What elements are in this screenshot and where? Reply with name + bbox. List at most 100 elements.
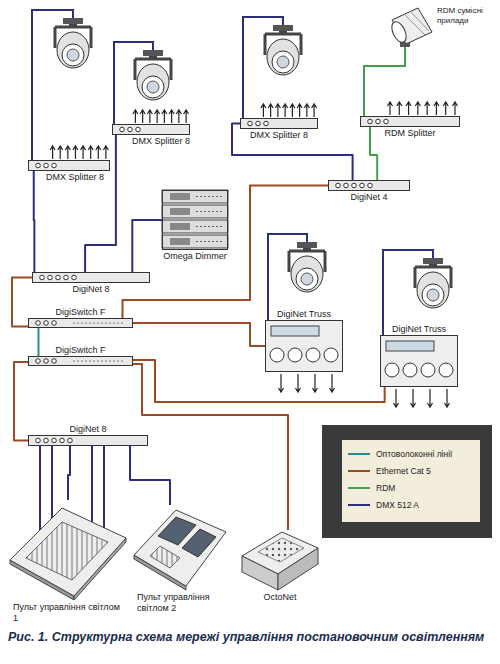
figure-caption: Рис. 1. Структурна схема мережі управлін… [8, 630, 492, 645]
connector-port [40, 275, 45, 280]
cable [14, 362, 28, 441]
output-arrow [304, 104, 309, 117]
dimmer-vents [196, 196, 222, 197]
output-arrow [297, 104, 302, 117]
moving-head [265, 25, 301, 75]
rack-unit [240, 118, 318, 129]
connector-port [384, 119, 389, 124]
output-arrow [313, 374, 318, 392]
console-faders [150, 546, 180, 568]
output-arrow [283, 104, 288, 117]
truss-body [265, 320, 343, 372]
splitter-box: DMX Splitter 8 [112, 124, 190, 135]
cable [232, 124, 353, 181]
device-label: DigiNet 8 [71, 284, 110, 294]
output-arrow [445, 389, 450, 407]
panel-marks [73, 361, 125, 362]
connector-port [68, 438, 73, 443]
device-label: DigiNet Truss [276, 309, 332, 319]
device-label: DMX Splitter 8 [131, 136, 191, 146]
octonet-ports [258, 538, 304, 562]
node-box: DigiNet 8 [28, 435, 148, 446]
splitter-box: DMX Splitter 8 [28, 160, 110, 171]
connector-port [256, 121, 261, 126]
dimmer-unit [162, 220, 228, 233]
dimmer-rack: Omega Dimmer [162, 190, 228, 250]
connector-port [324, 348, 338, 362]
output-arrow [169, 110, 174, 123]
connector-port [44, 321, 49, 326]
rack-unit [28, 435, 148, 446]
device-label: DigiSwitch F [54, 307, 106, 317]
output-arrow [443, 102, 448, 115]
dimmer-unit [162, 235, 228, 248]
dimmer-panel [170, 208, 190, 215]
connector-port [385, 363, 399, 377]
lighting-console: Пульт управління світлом 2 [132, 505, 227, 590]
splitter-box: DMX Splitter 8 [240, 118, 318, 129]
legend-line [348, 453, 370, 455]
connector-port [72, 275, 77, 280]
connector-port [36, 163, 41, 168]
cable [33, 171, 36, 272]
moving-head [289, 242, 325, 292]
connector-port [56, 275, 61, 280]
device-label: DigiNet 4 [349, 192, 388, 202]
octonet-front [242, 556, 278, 590]
dimmer-panel [170, 223, 190, 230]
truss-screen [271, 326, 319, 336]
connector-port [44, 163, 49, 168]
output-arrow [147, 110, 152, 123]
splitter-box: RDM Splitter [360, 116, 460, 127]
connector-port [52, 438, 57, 443]
legend-text: DMX 512 A [376, 500, 419, 510]
cable [130, 446, 170, 505]
output-arrow [50, 146, 55, 159]
rdm-fixture-lens [389, 19, 409, 44]
output-arrow [103, 146, 108, 159]
output-arrow [290, 104, 295, 117]
moving-head [55, 18, 91, 68]
dimmer-panel [170, 193, 190, 200]
connector-port [64, 275, 69, 280]
output-arrow [434, 102, 439, 115]
connector-port [403, 363, 417, 377]
connector-port [368, 119, 373, 124]
output-arrow [406, 102, 411, 115]
rack-unit [112, 124, 190, 135]
connector-port [376, 119, 381, 124]
connector-port [48, 275, 53, 280]
legend-row: RDM [348, 483, 474, 493]
rack-unit [28, 318, 133, 328]
connector-port [270, 348, 284, 362]
device-label: Omega Dimmer [162, 251, 228, 261]
legend: Оптоволоконні лініїEthernet Cat 5RDMDMX … [342, 440, 480, 522]
cable [133, 323, 265, 346]
cable [123, 186, 329, 319]
output-arrow [268, 104, 273, 117]
connector-port [288, 348, 302, 362]
truss-node: DigiNet Truss [265, 320, 343, 372]
device-label: DigiSwitch F [54, 345, 106, 355]
output-arrow [394, 389, 399, 407]
lighting-console: Пульт управління світлом 1 [8, 500, 128, 600]
dimmer-panel [170, 238, 190, 245]
output-arrow [275, 104, 280, 117]
output-arrow [425, 102, 430, 115]
rack-unit [328, 180, 410, 191]
node-box: DigiNet 8 [32, 272, 150, 283]
output-arrow [453, 102, 458, 115]
switch-box: DigiSwitch F [28, 318, 133, 328]
output-arrow [155, 110, 160, 123]
device-note: RDM сумісні прилади [437, 6, 495, 25]
legend-panel [322, 425, 492, 538]
truss-body [380, 335, 458, 387]
cable [133, 364, 288, 530]
output-arrow [81, 146, 86, 159]
output-arrow [261, 104, 266, 117]
dimmer-unit [162, 205, 228, 218]
connector-port [439, 363, 453, 377]
connector-port [306, 348, 320, 362]
connector-port [421, 363, 435, 377]
device-label: DigiNet Truss [391, 324, 447, 334]
